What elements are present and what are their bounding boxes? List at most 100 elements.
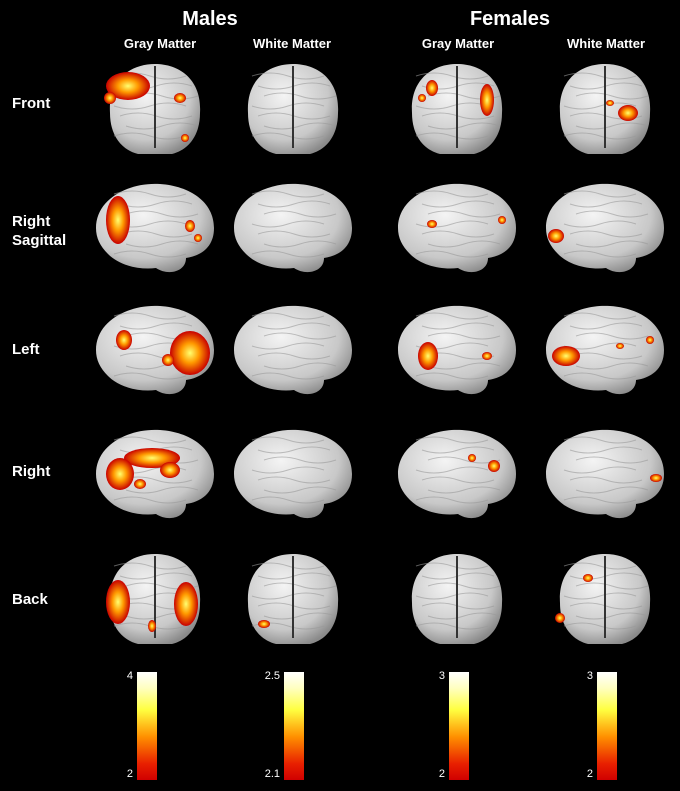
activation-cluster [488, 460, 500, 472]
row-label-front: Front [12, 95, 51, 112]
brain-surface [234, 429, 352, 519]
gyrus-line [415, 250, 489, 258]
activation-cluster [418, 342, 438, 370]
gyrus-line [427, 362, 501, 370]
gyrus-line [427, 240, 501, 248]
brain-panel-females-gray-right-sagittal [392, 176, 522, 281]
gyrus-line [415, 220, 489, 228]
gyrus-line [563, 220, 637, 228]
brain-surface [398, 305, 516, 395]
activation-cluster [616, 343, 624, 349]
gyrus-line [569, 230, 643, 238]
brain-panel-females-white-right [540, 422, 670, 527]
activation-cluster [258, 620, 270, 628]
activation-cluster [148, 620, 156, 632]
gyrus-line [563, 190, 637, 198]
colorbar-females-white: 3 2 [587, 670, 617, 780]
gyrus-line [257, 446, 331, 454]
gyrus-line [575, 612, 649, 620]
gyrus-line [113, 372, 187, 380]
gyrus-line [251, 102, 325, 110]
activation-cluster [116, 330, 132, 350]
group-title-females: Females [469, 8, 551, 30]
activation-cluster [650, 474, 662, 482]
gyrus-line [113, 312, 187, 320]
gyrus-line [569, 476, 643, 484]
activation-cluster [134, 479, 146, 489]
gyrus-line [415, 496, 489, 504]
brain-panel-males-white-right [228, 422, 358, 527]
activation-cluster [646, 336, 654, 344]
brain-panel-females-gray-front [392, 58, 522, 163]
column-header-males-white: White Matter [253, 36, 331, 51]
brain-panel-females-gray-right [392, 422, 522, 527]
gyrus-line [415, 436, 489, 444]
gyrus-line [263, 122, 337, 130]
gyrus-line [113, 436, 187, 444]
activation-cluster [174, 93, 186, 103]
colorbar-females-gray: 3 2 [439, 670, 469, 780]
gyrus-line [563, 372, 637, 380]
gyrus-line [263, 92, 337, 100]
activation-cluster [160, 462, 180, 478]
gyrus-line [427, 122, 501, 130]
activation-cluster [185, 220, 195, 232]
gyrus-line [563, 622, 637, 630]
gyrus-line [427, 612, 501, 620]
gyrus-line [125, 122, 199, 130]
brain-panel-males-gray-right-sagittal [90, 176, 220, 281]
row-label-right: Right [12, 463, 51, 480]
row-label-right-sagittal: Right Sagittal [12, 213, 67, 249]
gyrus-line [251, 132, 325, 140]
gyrus-line [575, 240, 649, 248]
activation-cluster [106, 72, 150, 100]
gyrus-line [251, 466, 325, 474]
gyrus-line [263, 582, 337, 590]
brain-panel-males-white-front [228, 58, 358, 163]
brain-surface [234, 183, 352, 273]
gyrus-line [257, 200, 331, 208]
gyrus-line [251, 72, 325, 80]
activation-cluster [106, 196, 130, 244]
gyrus-line [415, 562, 489, 570]
activation-cluster [618, 105, 638, 121]
gyrus-line [257, 476, 331, 484]
gyrus-line [119, 200, 193, 208]
gyrus-line [421, 322, 495, 330]
gyrus-line [563, 312, 637, 320]
gyrus-line [421, 200, 495, 208]
gyrus-line [575, 122, 649, 130]
gyrus-line [113, 190, 187, 198]
brain-panel-males-gray-front [90, 58, 220, 163]
activation-cluster [468, 454, 476, 462]
gyrus-line [113, 132, 187, 140]
colorbar-males-gray: 4 2 [127, 670, 157, 780]
activation-cluster [418, 94, 426, 102]
activation-cluster [555, 613, 565, 623]
gyrus-line [415, 592, 489, 600]
gyrus-line [263, 332, 337, 340]
gyrus-line [563, 466, 637, 474]
gyrus-line [125, 210, 199, 218]
gyrus-line [421, 230, 495, 238]
row-label-back: Back [12, 591, 48, 608]
gyrus-line [251, 562, 325, 570]
brain-panel-females-white-right-sagittal [540, 176, 670, 281]
gyrus-line [569, 322, 643, 330]
column-header-females-white: White Matter [567, 36, 645, 51]
column-header-males-gray: Gray Matter [123, 36, 197, 51]
row-label-left: Left [12, 341, 40, 358]
brain-panel-males-gray-back [90, 548, 220, 653]
group-title-males: Males [182, 8, 238, 30]
gyrus-line [427, 582, 501, 590]
brain-panel-males-gray-right [90, 422, 220, 527]
gyrus-line [257, 322, 331, 330]
gyrus-line [569, 200, 643, 208]
gyrus-line [119, 230, 193, 238]
gyrus-line [263, 362, 337, 370]
activation-cluster [106, 458, 134, 490]
gyrus-line [575, 210, 649, 218]
brain-surface [398, 183, 516, 273]
gyrus-line [251, 436, 325, 444]
activation-cluster [162, 354, 174, 366]
